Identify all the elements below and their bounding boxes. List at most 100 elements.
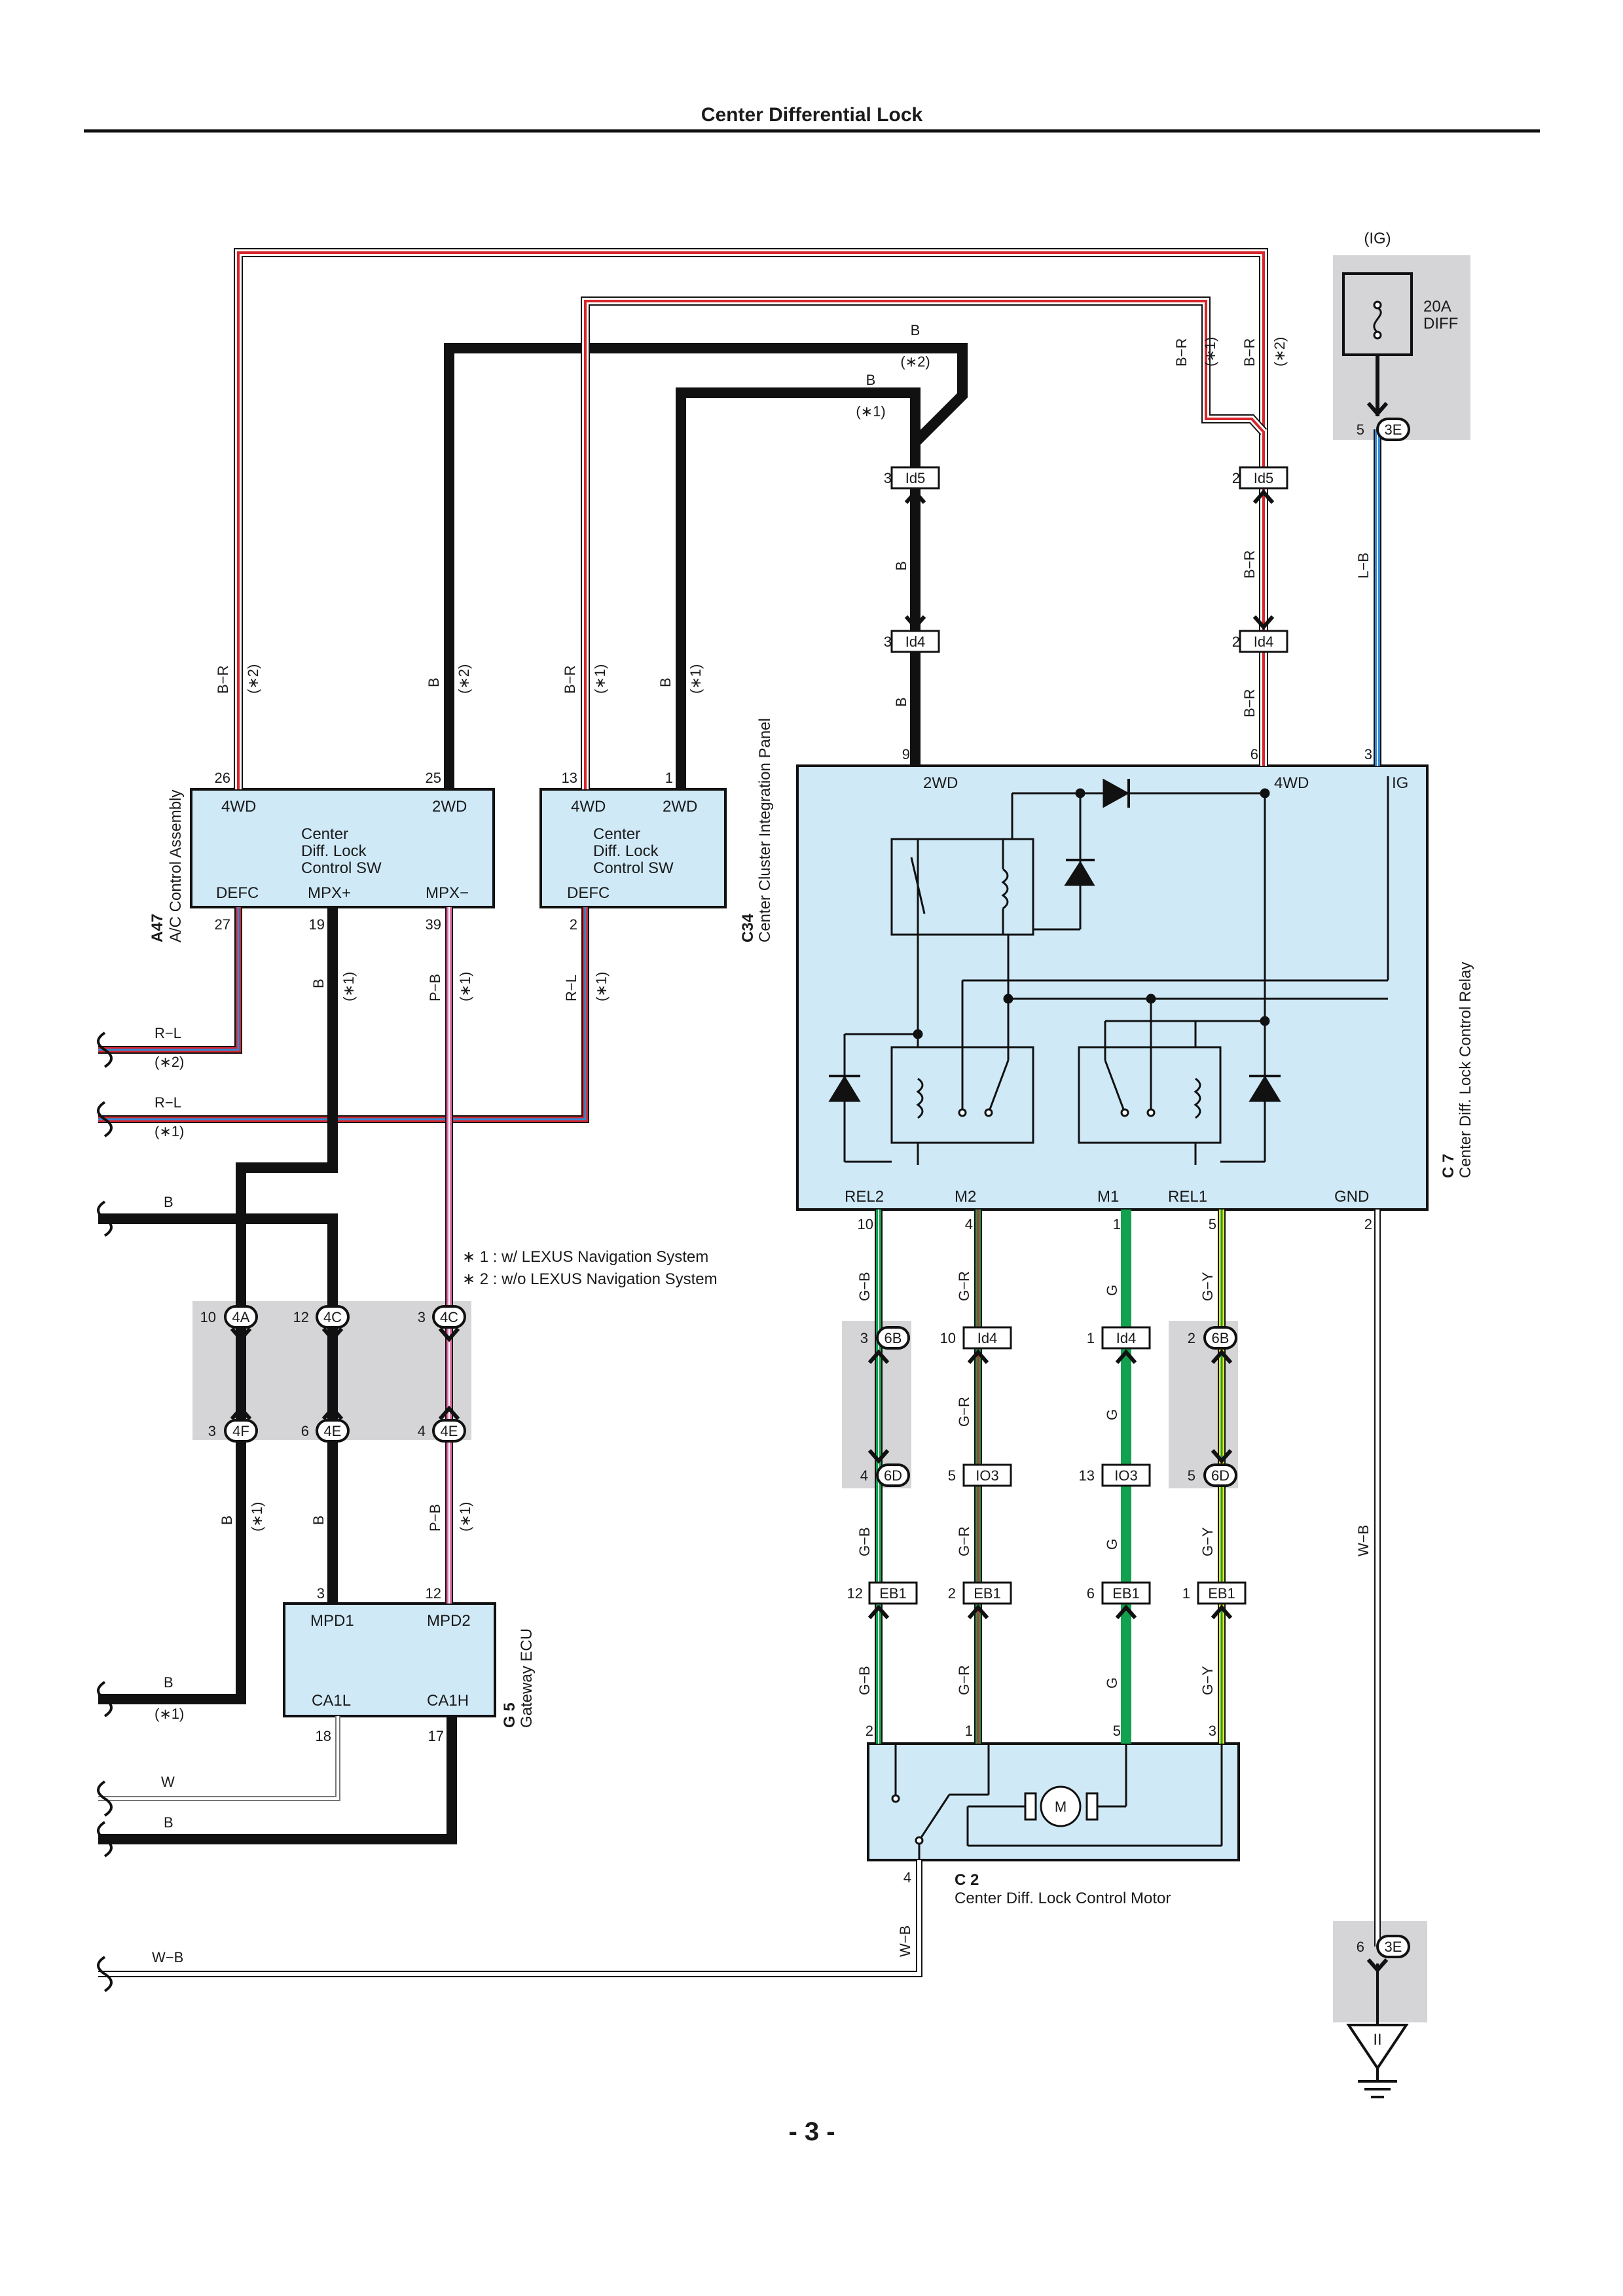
svg-text:4E: 4E xyxy=(441,1423,458,1439)
svg-text:Id5: Id5 xyxy=(905,470,926,486)
connector-id4-left: Id4 xyxy=(890,630,940,653)
c7-name: Center Diff. Lock Control Relay xyxy=(1457,962,1474,1178)
chev-4e-b xyxy=(438,1405,460,1420)
pin-g5-17: 17 xyxy=(428,1728,444,1744)
pin-4f: 3 xyxy=(208,1423,216,1439)
pin-id4-m1: 1 xyxy=(1087,1330,1095,1346)
connector-4c-b: 4C xyxy=(432,1305,466,1329)
g5-ca1l: CA1L xyxy=(312,1692,351,1710)
c7-rel1: REL1 xyxy=(1168,1188,1207,1206)
lbl-gr-1: G−R xyxy=(956,1271,972,1301)
a47-4wd: 4WD xyxy=(221,798,256,816)
chev-6d-b xyxy=(1211,1449,1233,1464)
c7-code: C 7 xyxy=(1440,1154,1457,1178)
connector-6b-b: 6B xyxy=(1203,1326,1237,1350)
harness-end-1 xyxy=(97,1031,113,1068)
wire-a47-26-outer xyxy=(234,248,1268,789)
ground-label: II xyxy=(1373,2031,1381,2049)
pin-4e-b: 4 xyxy=(418,1423,426,1439)
ground-symbol xyxy=(1346,1964,1409,2098)
svg-text:4C: 4C xyxy=(323,1309,342,1325)
lbl-br-top1: B−R xyxy=(1173,338,1190,367)
pin-c7-5: 5 xyxy=(1209,1216,1216,1232)
wire-c34-1 xyxy=(676,387,921,789)
chev-id4-r xyxy=(1252,615,1275,630)
lbl-4e-b: B xyxy=(310,1515,327,1525)
g5-block xyxy=(283,1602,496,1717)
lbl-gb-3: G−B xyxy=(856,1666,873,1695)
a47-sw-line1: Center xyxy=(301,825,348,843)
wire-b-left xyxy=(98,1213,338,1317)
connector-id4-m2: Id4 xyxy=(962,1326,1012,1350)
wire-c2-4-base xyxy=(98,1860,921,1976)
connector-io3-m2: IO3 xyxy=(962,1463,1012,1487)
svg-text:EB1: EB1 xyxy=(879,1585,907,1602)
lbl-b-4f: B xyxy=(164,1674,173,1691)
harness-end-2 xyxy=(97,1101,113,1138)
lbl-g-1: G xyxy=(1104,1285,1120,1296)
lbl-gy-2: G−Y xyxy=(1199,1527,1216,1556)
pin-a47-25: 25 xyxy=(426,770,441,786)
c34-name: Center Cluster Integration Panel xyxy=(756,718,774,942)
chev-4c-a xyxy=(321,1327,344,1342)
chev-4c-b xyxy=(438,1327,460,1342)
lbl-gy-3: G−Y xyxy=(1199,1666,1216,1695)
svg-text:IO3: IO3 xyxy=(1114,1467,1137,1484)
lbl-a47-star2a: (∗2) xyxy=(245,664,261,694)
a47-sw-line2: Diff. Lock xyxy=(301,842,367,860)
a47-mpxm: MPX− xyxy=(426,884,469,902)
pin-4c-a: 12 xyxy=(293,1309,309,1325)
connector-eb1-b: EB1 xyxy=(962,1581,1012,1605)
lbl-star1-top: (∗1) xyxy=(1202,337,1218,367)
pin-g5-18: 18 xyxy=(316,1728,331,1744)
lbl-c34-star1b: (∗1) xyxy=(687,664,704,694)
connector-eb1-a: EB1 xyxy=(868,1581,918,1605)
pin-id4-m2: 10 xyxy=(940,1330,956,1346)
chev-eb1-d xyxy=(1211,1604,1233,1619)
lbl-wb-gnd: W−B xyxy=(1355,1525,1372,1556)
svg-text:6D: 6D xyxy=(1211,1467,1230,1484)
wire-c34-13-stripe xyxy=(584,300,1265,789)
pin-g5-12: 12 xyxy=(426,1585,441,1602)
wire-c34-2-stripe xyxy=(98,907,587,1121)
lbl-a47-39-star: (∗1) xyxy=(457,972,473,1001)
g5-ca1h: CA1H xyxy=(427,1692,469,1710)
svg-text:EB1: EB1 xyxy=(1112,1585,1140,1602)
svg-text:EB1: EB1 xyxy=(974,1585,1001,1602)
pin-io3-m2: 5 xyxy=(948,1467,956,1484)
pin-c7-2: 2 xyxy=(1364,1216,1372,1232)
lbl-4e-star: (∗1) xyxy=(457,1502,473,1532)
pin-c7-4: 4 xyxy=(965,1216,973,1232)
page-title: Center Differential Lock xyxy=(701,104,923,126)
connector-id4-right: Id4 xyxy=(1239,630,1288,653)
harness-ends xyxy=(97,1031,113,1992)
svg-text:EB1: EB1 xyxy=(1208,1585,1235,1602)
note-1: ∗ 1 : w/ LEXUS Navigation System xyxy=(462,1248,708,1266)
lbl-gr-2: G−R xyxy=(956,1397,972,1427)
harness-end-7 xyxy=(97,1956,113,1992)
fuse-rating: 20A xyxy=(1423,298,1451,315)
lbl-lb: L−B xyxy=(1355,552,1372,579)
chev-id5-l xyxy=(904,489,926,504)
g5-mpd2: MPD2 xyxy=(427,1612,471,1630)
connector-id5-right: Id5 xyxy=(1239,466,1288,490)
chev-3e-top xyxy=(1366,402,1389,417)
c7-ig: IG xyxy=(1392,774,1408,792)
pin-c34-1: 1 xyxy=(665,770,673,786)
wire-a47-19 xyxy=(236,907,338,1317)
svg-text:6B: 6B xyxy=(884,1330,902,1346)
a47-2wd: 2WD xyxy=(432,798,467,816)
harness-end-4 xyxy=(97,1681,113,1717)
g5-name: Gateway ECU xyxy=(518,1628,536,1728)
pin-4e-a: 6 xyxy=(301,1423,309,1439)
pin-c7-6: 6 xyxy=(1250,746,1258,762)
pin-c34-13: 13 xyxy=(562,770,577,786)
lbl-b-4f-star: (∗1) xyxy=(155,1706,184,1722)
wire-g5-18-base xyxy=(98,1716,339,1800)
chev-4a xyxy=(230,1327,252,1342)
lbl-star1-mid: (∗1) xyxy=(856,403,885,420)
pin-io3-m1: 13 xyxy=(1079,1467,1095,1484)
lbl-b-left: B xyxy=(164,1194,173,1210)
